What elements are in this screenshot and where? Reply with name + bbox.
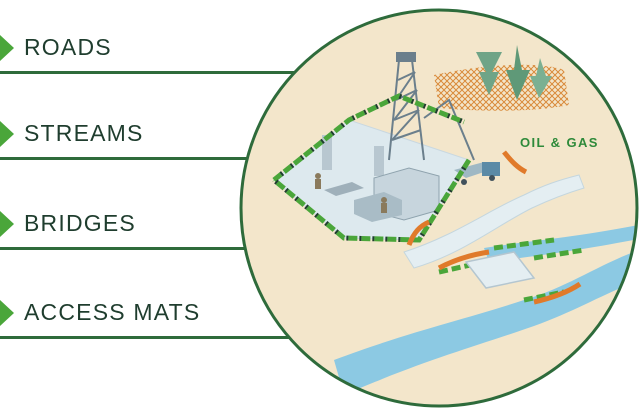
legend-label-roads: ROADS (24, 34, 112, 60)
chevron-right-icon (0, 211, 14, 237)
bridge (464, 251, 536, 289)
tank (322, 135, 332, 170)
tree-cluster (476, 45, 552, 100)
orange-mat (533, 281, 582, 305)
legend-item-access-mats: ACCESS MATS (0, 283, 330, 343)
worker-figure (315, 173, 387, 213)
legend-item-streams: STREAMS (0, 104, 330, 164)
access-mat-seams (272, 93, 472, 243)
generator-unit (354, 192, 402, 222)
chevron-right-icon (0, 35, 14, 61)
river-branch (484, 222, 637, 262)
derrick-top (396, 52, 416, 62)
access-mat-perimeter (272, 93, 472, 243)
legend-item-roads: ROADS (0, 18, 330, 78)
legend-connector-line (0, 71, 294, 74)
oil-gas-site-illustration: OIL & GAS (239, 8, 639, 408)
legend-item-bridges: BRIDGES (0, 194, 330, 254)
orange-mat (406, 219, 431, 246)
fence-area (434, 64, 569, 111)
orange-mat (502, 150, 528, 175)
river (334, 245, 637, 395)
chevron-right-icon (0, 121, 14, 147)
legend-label-access-mats: ACCESS MATS (24, 299, 201, 325)
legend-label-bridges: BRIDGES (24, 210, 136, 236)
access-mat-road (438, 237, 585, 303)
site-label: OIL & GAS (520, 135, 599, 150)
legend-connector-line (0, 157, 260, 160)
scene-border (239, 8, 639, 408)
gravel-road (403, 174, 585, 269)
pipe-rack (324, 182, 364, 196)
truck (454, 162, 500, 185)
legend-connector-line (0, 336, 290, 339)
chevron-right-icon (0, 300, 14, 326)
tank (374, 146, 384, 176)
legend-label-streams: STREAMS (24, 120, 144, 146)
legend-connector-line (0, 247, 258, 250)
orange-mat (437, 249, 490, 271)
